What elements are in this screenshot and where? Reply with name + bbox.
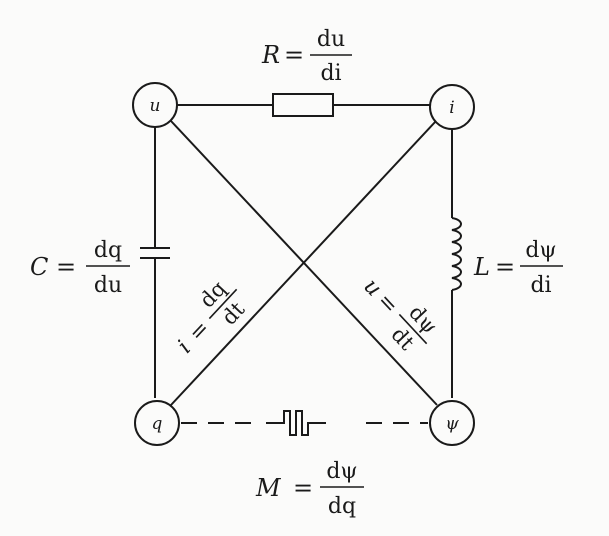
inductance-equals: = (495, 253, 515, 281)
resistance-equation: R = du di (261, 27, 352, 86)
resistance-equals: = (284, 41, 304, 69)
capacitance-equals: = (56, 253, 76, 281)
node-q: q (134, 400, 180, 446)
inductance-denominator: di (530, 273, 551, 298)
memristance-equals: = (293, 474, 313, 502)
diagonal-i-q (170, 120, 437, 406)
resistor-symbol (272, 93, 334, 117)
node-psi-label: ψ (445, 414, 459, 434)
memristor-symbol (266, 410, 326, 436)
voltage-equation: u = dψ dt (358, 274, 442, 355)
memristance-lhs: M (255, 474, 282, 502)
current-fraction-bar (208, 288, 238, 320)
inductance-numerator: dψ (525, 238, 556, 263)
memristance-denominator: dq (328, 494, 356, 519)
inductor-symbol (451, 217, 462, 291)
resistance-numerator: du (317, 27, 345, 52)
node-i-label: i (449, 98, 454, 118)
resistance-lhs: R (261, 41, 280, 69)
capacitance-equation: C = dq du (30, 238, 130, 298)
current-lhs: i (173, 336, 196, 358)
node-u-label: u (150, 96, 161, 116)
current-equation: i = dq dt (173, 276, 250, 358)
inductance-equation: L = dψ di (473, 238, 563, 298)
node-q-label: q (152, 414, 163, 434)
connections (140, 93, 462, 436)
capacitance-numerator: dq (94, 238, 122, 263)
node-u: u (132, 82, 178, 128)
resistance-denominator: di (320, 61, 341, 86)
capacitance-lhs: C (30, 253, 48, 281)
node-i: i (429, 84, 475, 130)
inductance-lhs: L (473, 253, 490, 281)
current-equals: = (184, 316, 215, 347)
memristance-numerator: dψ (326, 459, 357, 484)
voltage-fraction-bar (398, 313, 428, 345)
capacitance-denominator: du (94, 273, 122, 298)
node-psi: ψ (429, 400, 475, 446)
memristance-equation: M = dψ dq (255, 459, 364, 519)
